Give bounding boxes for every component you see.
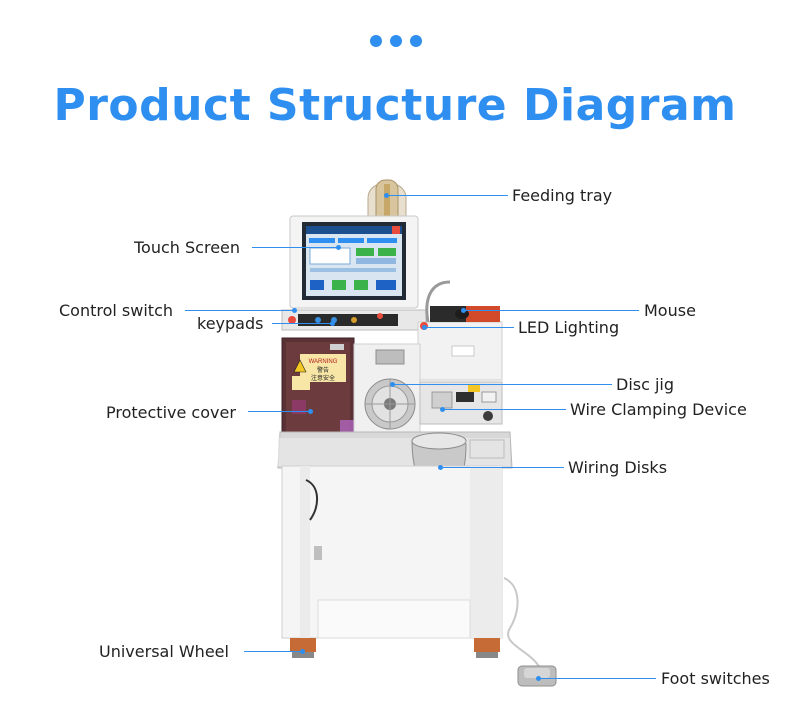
callout-line-wire-clamping: [442, 409, 566, 410]
foot-switch: [503, 577, 557, 687]
callout-point-keypads: [330, 321, 335, 326]
callout-line-disc-jig: [392, 384, 612, 385]
cabinet: [281, 465, 503, 639]
keypad-strip: [281, 309, 427, 331]
callout-point-wire-clamping: [440, 407, 445, 412]
label-universal-wheel: Universal Wheel: [99, 642, 229, 661]
touch-screen-unit: [289, 215, 419, 309]
wheels: [290, 638, 500, 658]
label-keypads: keypads: [197, 314, 264, 333]
callout-line-keypads: [272, 323, 332, 324]
label-control-switch: Control switch: [59, 301, 173, 320]
right-housing: [417, 280, 503, 381]
callout-point-touch-screen: [336, 245, 341, 250]
dot-3: [410, 35, 422, 47]
label-disc-jig: Disc jig: [616, 375, 675, 394]
protective-cover: WARNING 警告 注意安全: [281, 337, 355, 439]
callout-point-universal-wheel: [300, 649, 305, 654]
cover-warning-text: WARNING: [309, 359, 338, 365]
callout-line-led-lighting: [424, 327, 514, 328]
label-touch-screen: Touch Screen: [134, 238, 241, 257]
callout-point-feeding-tray: [384, 193, 389, 198]
callout-line-wiring-disks: [440, 467, 564, 468]
callout-point-protective-cover: [308, 409, 313, 414]
label-protective-cover: Protective cover: [106, 403, 236, 422]
cover-caution-text: 警告: [317, 366, 329, 374]
callout-line-foot-switches: [538, 678, 656, 679]
callout-point-wiring-disks: [438, 465, 443, 470]
disc-jig: [353, 343, 421, 433]
callout-point-foot-switches: [536, 676, 541, 681]
callout-line-feeding-tray: [386, 195, 508, 196]
callout-point-mouse: [461, 308, 466, 313]
callout-point-control-switch: [292, 308, 297, 313]
dot-1: [370, 35, 382, 47]
label-led-lighting: LED Lighting: [518, 318, 620, 337]
callout-line-touch-screen: [252, 247, 338, 248]
label-mouse: Mouse: [644, 301, 696, 320]
label-foot-switches: Foot switches: [661, 669, 770, 688]
page-title: Product Structure Diagram: [53, 80, 737, 131]
dot-2: [390, 35, 402, 47]
label-wiring-disks: Wiring Disks: [568, 458, 668, 477]
callout-line-mouse: [463, 310, 639, 311]
label-feeding-tray: Feeding tray: [512, 186, 613, 205]
callout-point-disc-jig: [390, 382, 395, 387]
callout-line-control-switch: [185, 310, 294, 311]
cover-safety-text: 注意安全: [311, 374, 335, 382]
callout-line-universal-wheel: [244, 651, 302, 652]
wire-clamping-device: [419, 381, 503, 425]
label-wire-clamping-device: Wire Clamping Device: [570, 400, 747, 419]
callout-line-protective-cover: [248, 411, 310, 412]
callout-point-led-lighting: [422, 325, 427, 330]
header-dots: [370, 33, 422, 49]
